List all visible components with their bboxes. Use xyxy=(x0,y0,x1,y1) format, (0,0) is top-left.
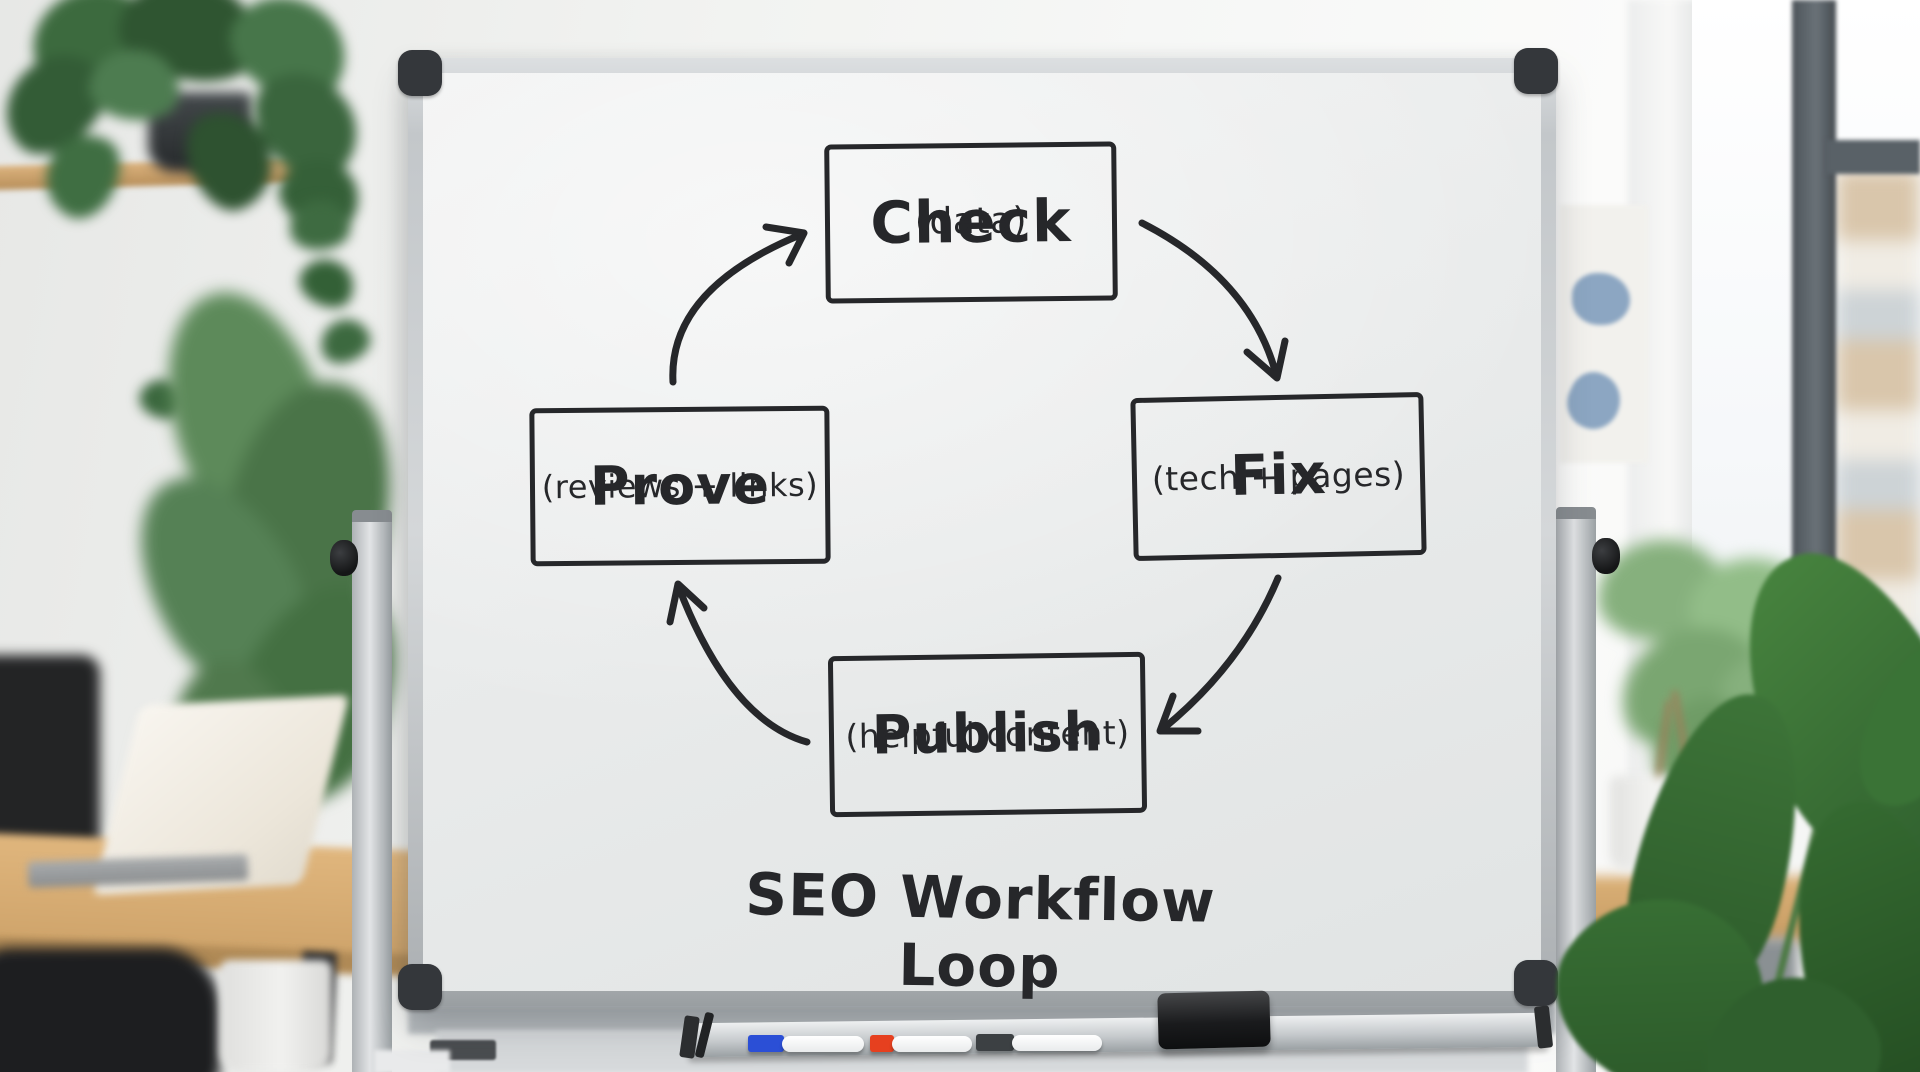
dark-marker-body xyxy=(1012,1035,1102,1051)
wall-poster xyxy=(1558,205,1648,463)
window-frame-horizontal xyxy=(1826,140,1920,174)
blue-marker-cap xyxy=(748,1035,784,1052)
frame-corner-bottom-right xyxy=(1514,960,1558,1006)
stand-knob-left xyxy=(330,540,358,576)
frame-corner-top-left xyxy=(398,50,442,96)
blue-marker-body xyxy=(782,1036,864,1052)
whiteboard-eraser xyxy=(1157,990,1271,1050)
white-planter-left xyxy=(220,960,332,1072)
office-chair-seat xyxy=(0,948,220,1072)
red-marker-cap xyxy=(870,1035,894,1052)
frame-corner-bottom-left xyxy=(398,964,442,1010)
stand-base-corner xyxy=(374,1050,450,1072)
red-marker-body xyxy=(892,1036,972,1052)
whiteboard-surface xyxy=(423,73,1541,991)
stand-knob-right xyxy=(1592,538,1620,574)
stand-post-left-cap xyxy=(352,510,392,522)
dark-marker-cap xyxy=(976,1034,1014,1051)
frame-corner-top-right xyxy=(1514,48,1558,94)
stand-post-right-cap xyxy=(1556,507,1596,519)
stand-post-left xyxy=(352,518,392,1072)
